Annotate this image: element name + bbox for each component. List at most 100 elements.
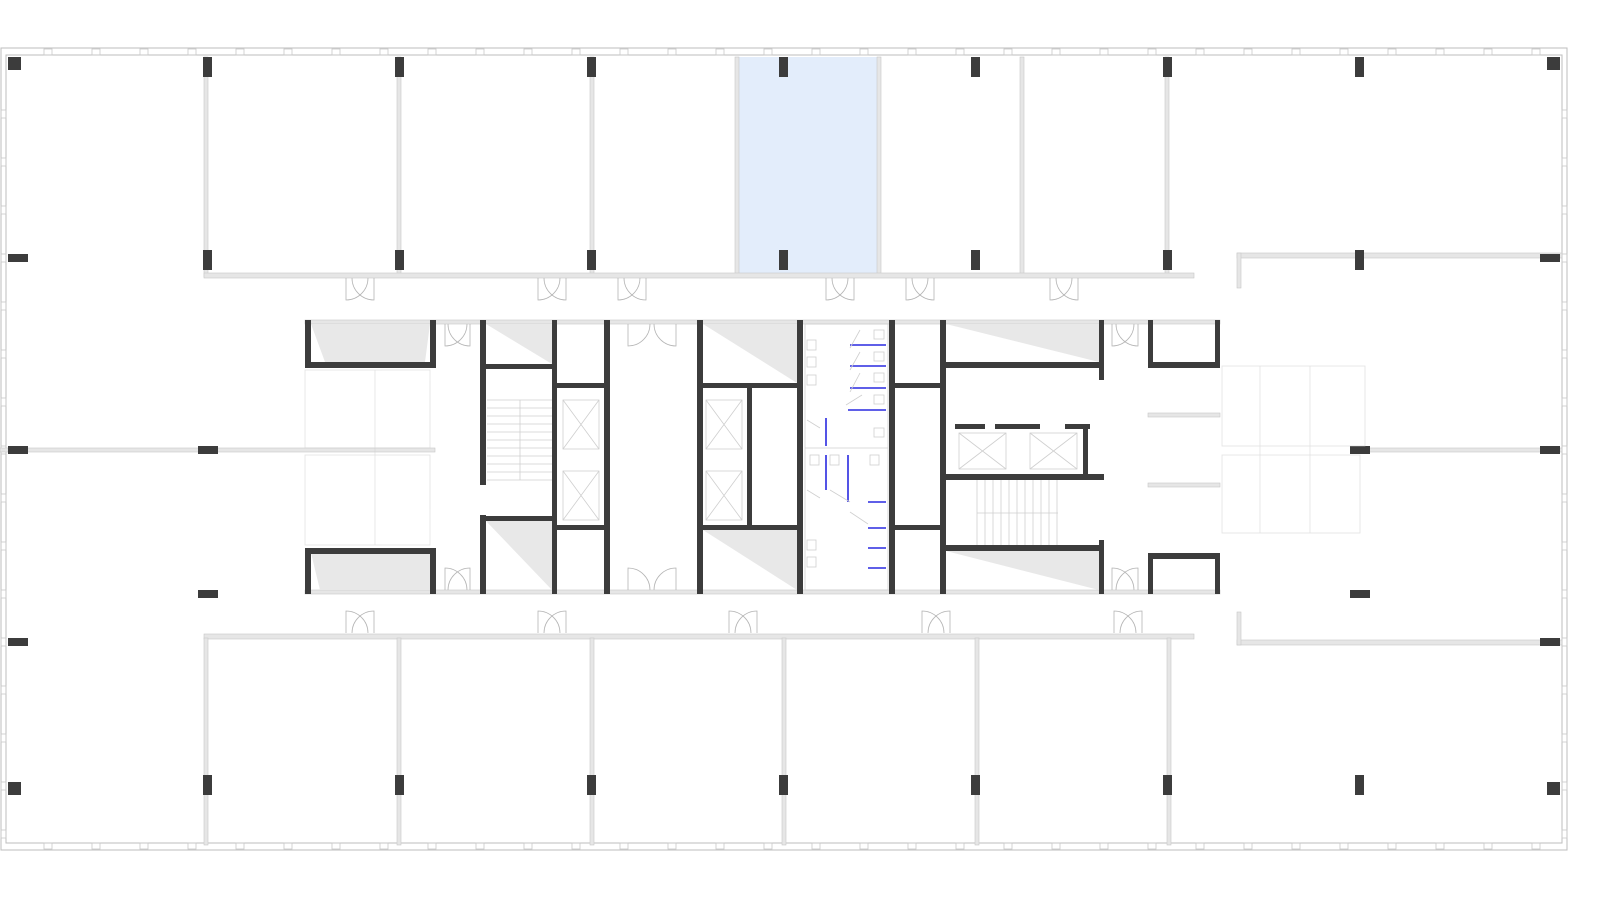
mullion bbox=[619, 842, 629, 850]
mullion bbox=[763, 48, 773, 56]
door-swing bbox=[351, 277, 375, 301]
mullion bbox=[283, 48, 293, 56]
mullion bbox=[1243, 48, 1253, 56]
mullion bbox=[1561, 445, 1568, 455]
door-swing bbox=[831, 277, 855, 301]
door-swing bbox=[1113, 610, 1137, 634]
mullion bbox=[1561, 253, 1568, 263]
mullion bbox=[955, 842, 965, 850]
mullion bbox=[475, 842, 485, 850]
door-swing bbox=[627, 567, 651, 591]
mullion bbox=[1051, 842, 1061, 850]
mullion bbox=[475, 48, 485, 56]
mullion bbox=[1561, 733, 1568, 743]
stairs bbox=[487, 399, 1058, 545]
door-swing bbox=[537, 277, 561, 301]
mullion bbox=[859, 842, 869, 850]
door-swing bbox=[1111, 567, 1135, 591]
mullion bbox=[523, 842, 533, 850]
mullion bbox=[187, 842, 197, 850]
mullion bbox=[427, 842, 437, 850]
door-swing bbox=[345, 610, 369, 634]
restroom-core bbox=[304, 323, 1366, 591]
mullion bbox=[139, 842, 149, 850]
mullion bbox=[1099, 842, 1109, 850]
mullion bbox=[1243, 842, 1253, 850]
mullion bbox=[667, 842, 677, 850]
mullion bbox=[139, 48, 149, 56]
mullion bbox=[1051, 48, 1061, 56]
mullion bbox=[1561, 637, 1568, 647]
door-swing bbox=[653, 323, 677, 347]
mullion bbox=[379, 842, 389, 850]
mullion bbox=[0, 349, 7, 359]
door-swing bbox=[1115, 323, 1139, 347]
mullion bbox=[1561, 301, 1568, 311]
mullion bbox=[907, 842, 917, 850]
elevators bbox=[562, 399, 1078, 521]
mullion bbox=[0, 541, 7, 551]
door-swing bbox=[351, 610, 375, 634]
mullions bbox=[0, 48, 1568, 850]
mullion bbox=[1561, 781, 1568, 791]
mullion bbox=[1561, 157, 1568, 167]
mullion bbox=[0, 685, 7, 695]
mullion bbox=[1195, 842, 1205, 850]
mullion bbox=[1387, 48, 1397, 56]
door-swing bbox=[345, 277, 369, 301]
mullion bbox=[379, 48, 389, 56]
mullion bbox=[1291, 842, 1301, 850]
door-swing bbox=[653, 567, 677, 591]
mullion bbox=[1435, 842, 1445, 850]
door-swing bbox=[627, 323, 651, 347]
door-swing bbox=[728, 610, 752, 634]
mullion bbox=[667, 48, 677, 56]
core-walls bbox=[305, 320, 1221, 594]
door-swing bbox=[921, 610, 945, 634]
mullion bbox=[571, 48, 581, 56]
mullion bbox=[427, 48, 437, 56]
mullion bbox=[1561, 493, 1568, 503]
mullion bbox=[0, 493, 7, 503]
door-swing bbox=[1049, 277, 1073, 301]
south-partitions bbox=[203, 611, 1563, 846]
mullion bbox=[1195, 48, 1205, 56]
mullion bbox=[1561, 109, 1568, 119]
door-swing bbox=[543, 610, 567, 634]
door-swing bbox=[444, 567, 468, 591]
door-swing bbox=[447, 323, 471, 347]
mullion bbox=[1561, 685, 1568, 695]
mullion bbox=[1339, 842, 1349, 850]
mullion bbox=[715, 48, 725, 56]
mullion bbox=[1531, 48, 1541, 56]
mullion bbox=[0, 829, 7, 839]
door-swing bbox=[1111, 323, 1135, 347]
mullion bbox=[0, 781, 7, 791]
mullion bbox=[523, 48, 533, 56]
door-swing bbox=[617, 277, 641, 301]
mullion bbox=[1339, 48, 1349, 56]
mullion bbox=[1561, 589, 1568, 599]
mullion bbox=[235, 842, 245, 850]
mullion bbox=[331, 48, 341, 56]
mullion bbox=[1483, 48, 1493, 56]
mullion bbox=[1291, 48, 1301, 56]
mullion bbox=[955, 48, 965, 56]
door-swing bbox=[734, 610, 758, 634]
mullion bbox=[1483, 842, 1493, 850]
mullion bbox=[0, 157, 7, 167]
mullion bbox=[619, 48, 629, 56]
mullion bbox=[283, 842, 293, 850]
door-swing bbox=[927, 610, 951, 634]
highlighted-office-unit[interactable] bbox=[738, 57, 878, 277]
mullion bbox=[0, 397, 7, 407]
mullion bbox=[0, 253, 7, 263]
door-swing bbox=[444, 323, 468, 347]
mullion bbox=[1561, 349, 1568, 359]
mullion bbox=[1003, 842, 1013, 850]
mullion bbox=[859, 48, 869, 56]
mullion bbox=[43, 48, 53, 56]
door-swing bbox=[537, 610, 561, 634]
mullion bbox=[1387, 842, 1397, 850]
mullion bbox=[715, 842, 725, 850]
